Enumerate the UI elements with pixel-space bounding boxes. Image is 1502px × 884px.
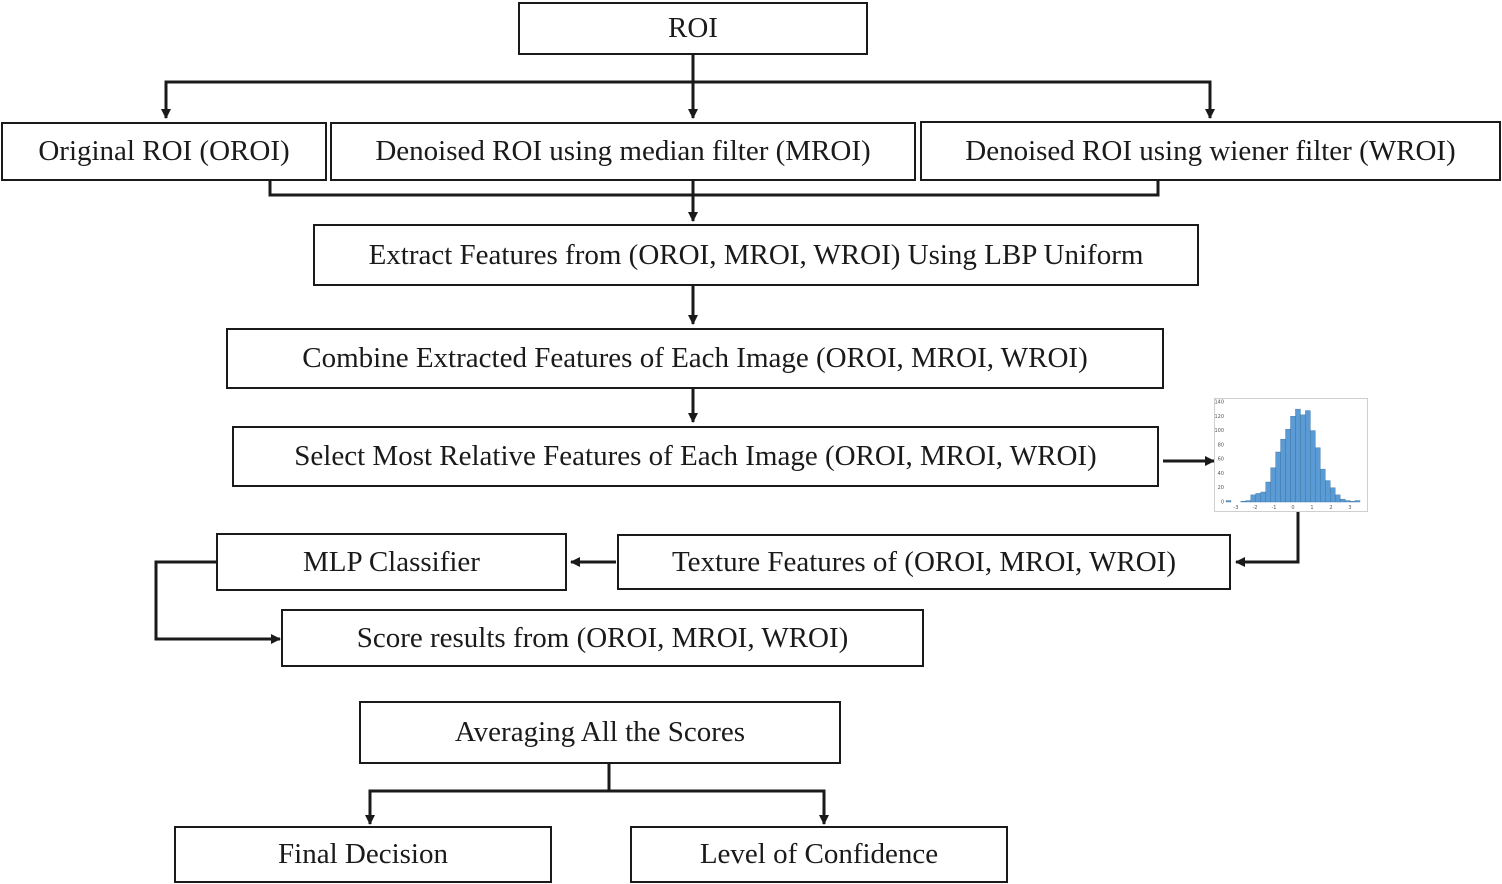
- histogram-x-tick: 1: [1310, 505, 1313, 511]
- histogram-bar: [1325, 480, 1331, 503]
- histogram-y-tick: 0: [1221, 500, 1224, 506]
- score-results-label: Score results from (OROI, MROI, WROI): [356, 621, 849, 654]
- wroi-label: Denoised ROI using wiener filter (WROI): [965, 134, 1456, 167]
- histogram-x-ticks: -3 -2 -1 0 1 2 3: [1234, 505, 1352, 511]
- oroi-box: Original ROI (OROI): [1, 122, 327, 181]
- histogram-x-tick: -1: [1272, 505, 1277, 511]
- merge-line: [268, 180, 1160, 197]
- mlp-classifier-box: MLP Classifier: [216, 533, 567, 591]
- histogram-bar: [1349, 501, 1356, 503]
- mroi-box: Denoised ROI using median filter (MROI): [330, 122, 916, 181]
- oroi-label: Original ROI (OROI): [38, 135, 290, 167]
- histogram-x-tick: 0: [1291, 505, 1294, 511]
- arrow-to-score: [154, 560, 281, 644]
- roi-label: ROI: [668, 12, 718, 44]
- texture-features-box: Texture Features of (OROI, MROI, WROI): [617, 534, 1231, 590]
- split-line: [368, 789, 826, 824]
- histogram-y-tick: 120: [1214, 414, 1224, 420]
- histogram-bar: [1260, 491, 1266, 503]
- combine-features-box: Combine Extracted Features of Each Image…: [226, 328, 1164, 389]
- histogram-bar: [1339, 498, 1346, 503]
- texture-features-label: Texture Features of (OROI, MROI, WROI): [671, 545, 1177, 578]
- branch-line: [164, 80, 1212, 118]
- select-features-label: Select Most Relative Features of Each Im…: [294, 440, 1097, 472]
- histogram-bar: [1305, 410, 1311, 503]
- level-of-confidence-label: Level of Confidence: [699, 838, 939, 870]
- histogram-bar: [1275, 451, 1281, 503]
- mroi-label: Denoised ROI using median filter (MROI): [375, 135, 871, 167]
- histogram-y-tick: 80: [1218, 442, 1224, 448]
- histogram-bar: [1225, 500, 1232, 503]
- extract-features-box: Extract Features from (OROI, MROI, WROI)…: [313, 224, 1199, 286]
- histogram-bars: [1225, 408, 1361, 503]
- mlp-classifier-label: MLP Classifier: [303, 545, 480, 578]
- histogram-bar: [1280, 438, 1286, 503]
- histogram-bar: [1255, 493, 1261, 503]
- histogram-x-tick: 2: [1329, 505, 1332, 511]
- wroi-box: Denoised ROI using wiener filter (WROI): [920, 121, 1501, 181]
- averaging-box: Averaging All the Scores: [359, 701, 841, 764]
- histogram-bar: [1300, 414, 1306, 503]
- histogram-x-tick: -3: [1234, 505, 1239, 511]
- histogram-y-tick: 40: [1218, 471, 1224, 477]
- histogram-bar: [1310, 430, 1316, 503]
- histogram-y-tick: 20: [1218, 485, 1224, 491]
- final-decision-label: Final Decision: [278, 838, 448, 870]
- extract-features-label: Extract Features from (OROI, MROI, WROI)…: [368, 238, 1144, 271]
- averaging-label: Averaging All the Scores: [454, 716, 746, 748]
- histogram-bar: [1245, 500, 1252, 503]
- histogram-bar: [1334, 494, 1341, 503]
- histogram-bar: [1320, 468, 1326, 503]
- histogram-bar: [1354, 500, 1361, 503]
- histogram-y-tick: 140: [1214, 400, 1224, 406]
- histogram-bar: [1285, 428, 1291, 503]
- histogram-bar: [1344, 500, 1351, 503]
- histogram-y-tick: 60: [1218, 457, 1224, 463]
- histogram-bar: [1295, 408, 1301, 503]
- arrow-to-texture: [1235, 512, 1300, 567]
- score-results-box: Score results from (OROI, MROI, WROI): [281, 609, 924, 667]
- histogram-bar: [1240, 501, 1247, 503]
- histogram-bar: [1250, 494, 1256, 503]
- histogram-bar: [1315, 447, 1321, 503]
- histogram-thumbnail: 140 120 100 80 60 40 20 0 -3 -2 -1 0 1 2 3: [1214, 398, 1368, 512]
- histogram-bar: [1265, 481, 1271, 503]
- histogram-bar: [1330, 487, 1336, 503]
- select-features-box: Select Most Relative Features of Each Im…: [232, 426, 1159, 487]
- histogram-x-tick: 3: [1348, 505, 1351, 511]
- histogram-bar: [1290, 416, 1296, 503]
- level-of-confidence-box: Level of Confidence: [630, 826, 1008, 883]
- combine-features-label: Combine Extracted Features of Each Image…: [302, 342, 1088, 374]
- roi-box: ROI: [518, 2, 868, 55]
- histogram-y-tick: 100: [1214, 428, 1224, 434]
- histogram-bar: [1270, 467, 1276, 503]
- histogram-x-tick: -2: [1253, 505, 1258, 511]
- histogram-y-ticks: 140 120 100 80 60 40 20 0: [1214, 400, 1224, 506]
- final-decision-box: Final Decision: [174, 826, 552, 883]
